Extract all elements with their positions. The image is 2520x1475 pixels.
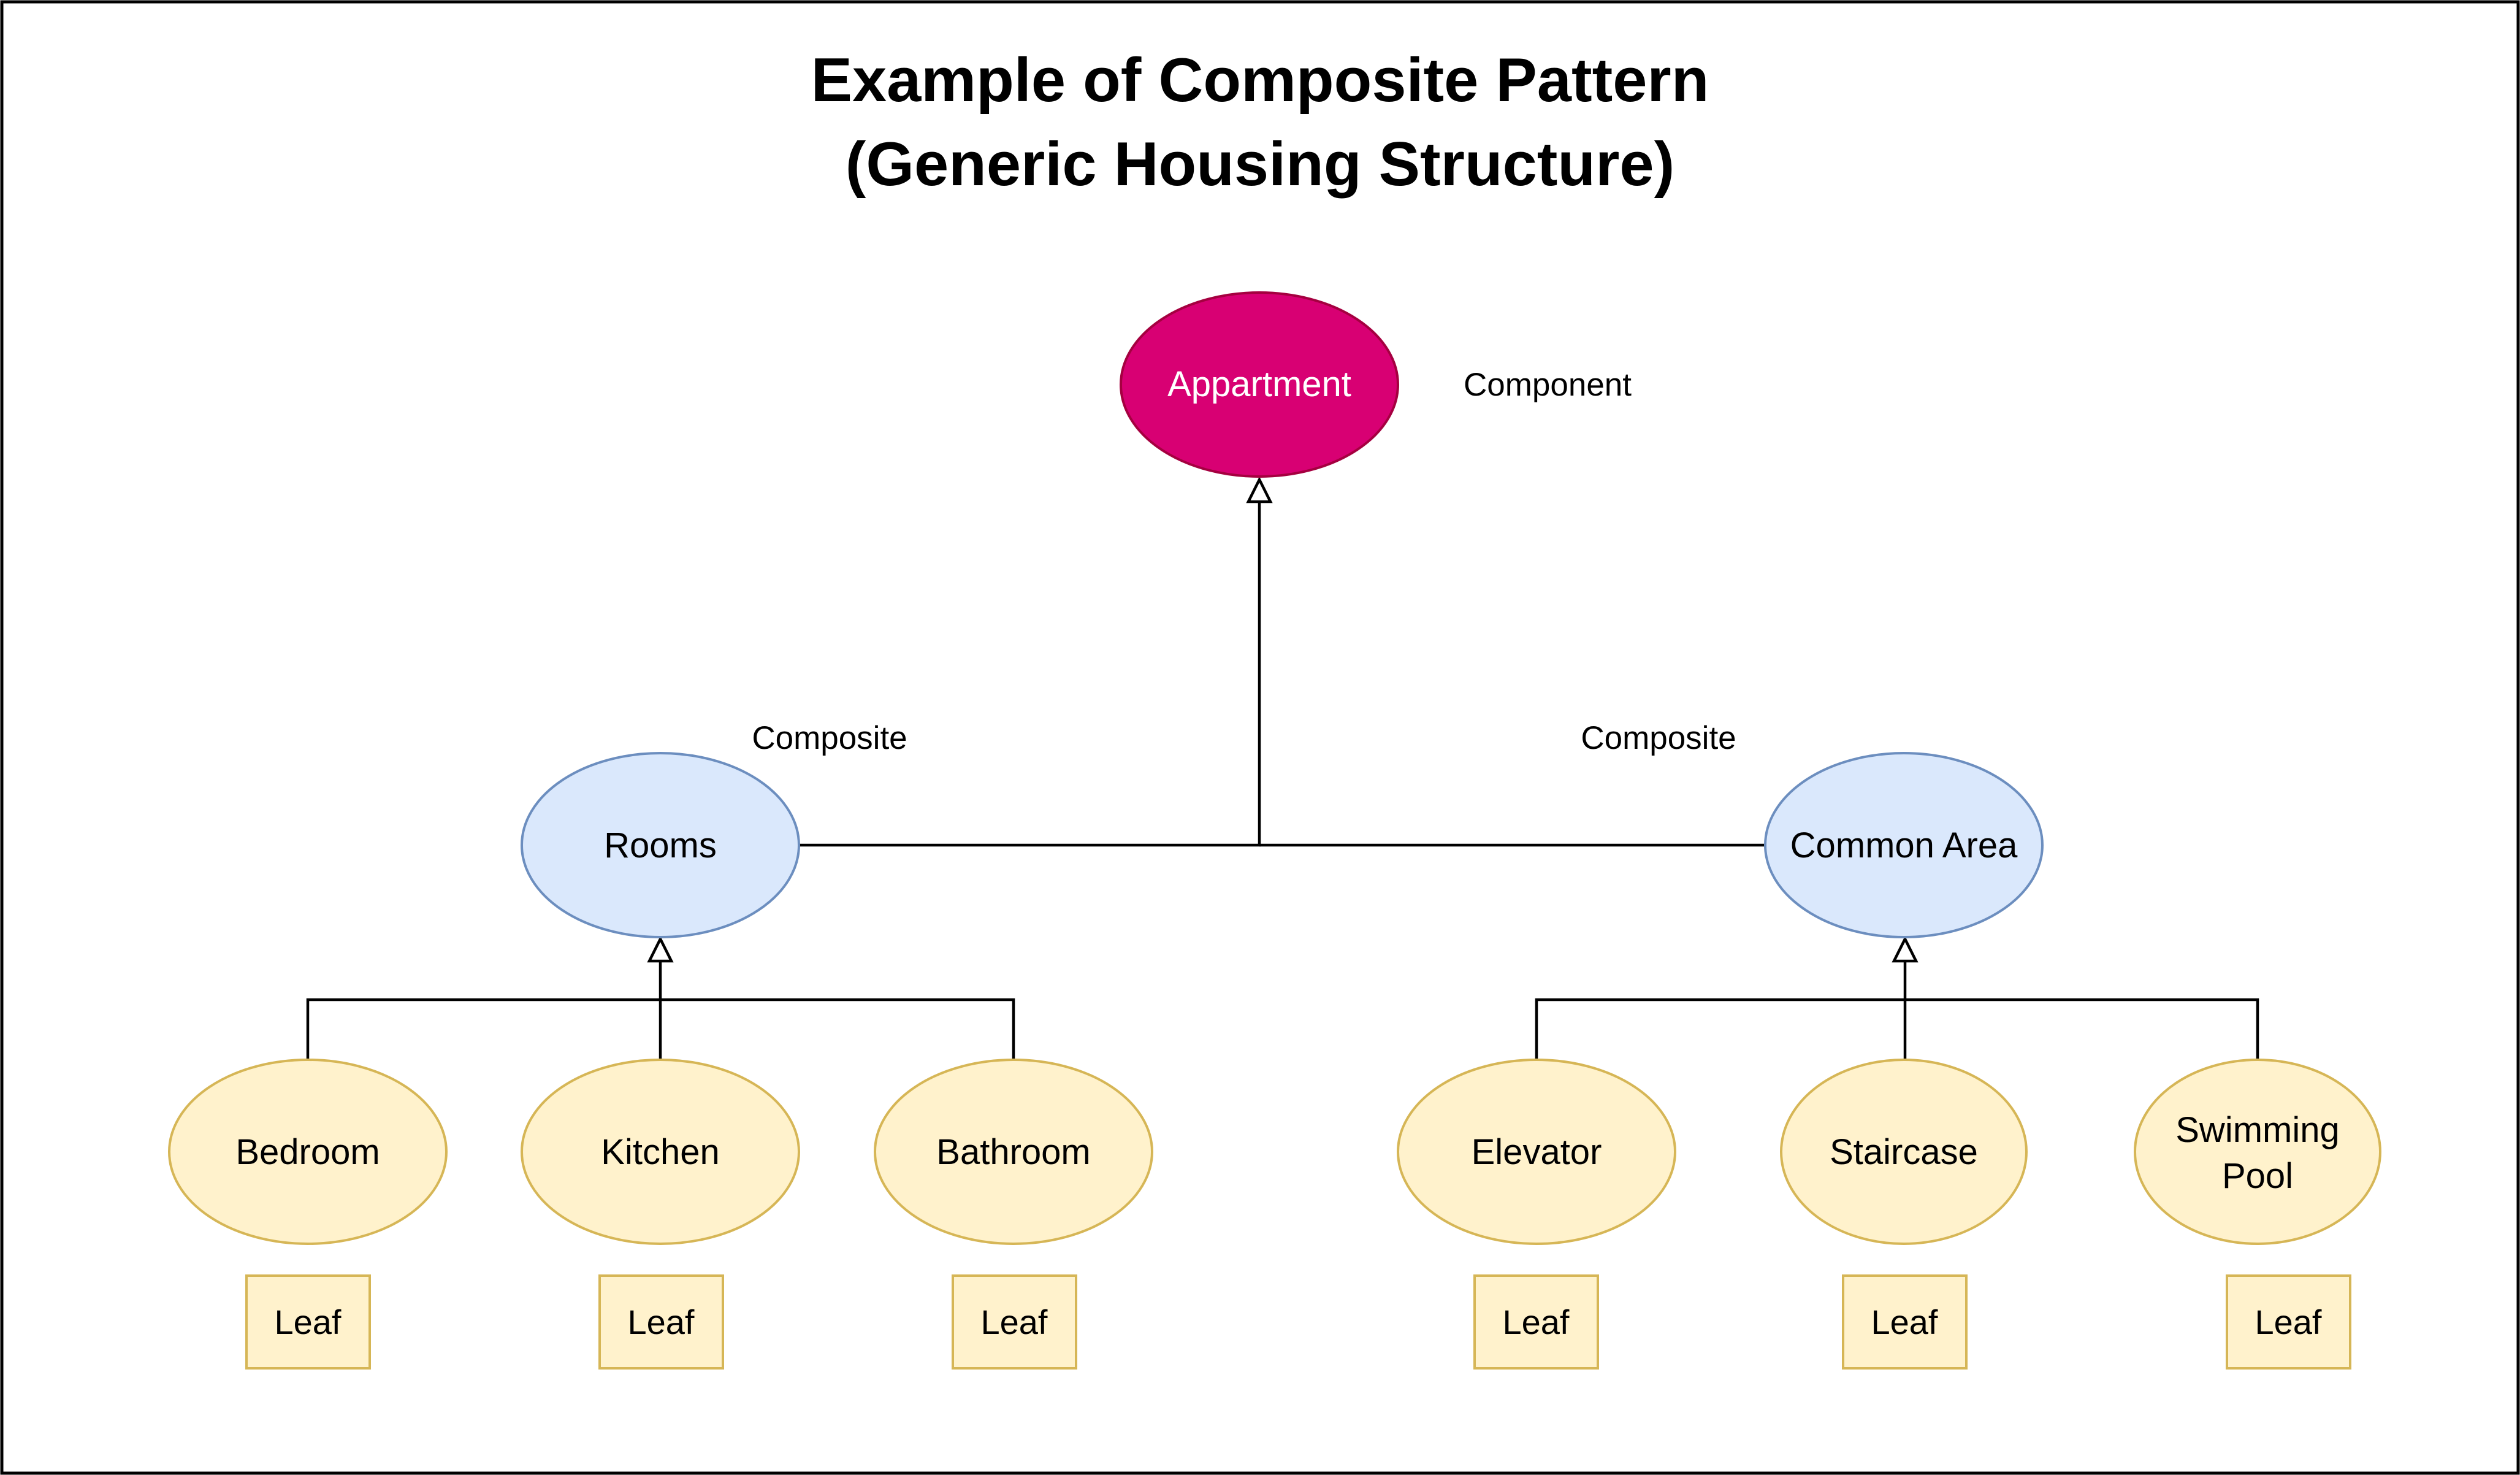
leaf-tag-elevator: Leaf [1473,1274,1599,1370]
bathroom-label: Bathroom [936,1132,1090,1172]
edge-swimming-pool-to-common-area [1905,998,2259,1060]
leaf-tag-bathroom: Leaf [952,1274,1077,1370]
swimming-pool-label-line-1: Swimming [2175,1110,2340,1150]
appartment-ellipse [1120,291,1399,478]
leaf-tag-staircase-label: Leaf [1871,1303,1938,1341]
node-bathroom[interactable]: Bathroom [874,1059,1153,1245]
swimming-pool-ellipse [2134,1059,2381,1245]
leaf-tag-elevator-box [1473,1274,1599,1370]
elevator-ellipse [1397,1059,1676,1245]
bedroom-ellipse [168,1059,448,1245]
role-label-common-area-composite: Composite [1581,720,1736,756]
leaf-tag-elevator-label: Leaf [1503,1303,1570,1341]
node-rooms[interactable]: Rooms [521,752,800,938]
leaf-tag-staircase: Leaf [1842,1274,1968,1370]
leaf-tag-kitchen-box [598,1274,724,1370]
swimming-pool-label-line-2: Pool [2222,1156,2293,1196]
rooms-ellipse [521,752,800,938]
leaf-tag-kitchen-label: Leaf [628,1303,695,1341]
leaf-tag-bedroom-box [245,1274,371,1370]
leaf-tag-swimming-pool-box [2226,1274,2351,1370]
edge-elevator-to-common-area [1535,998,1905,1060]
edge-bedroom-to-rooms [306,998,660,1060]
bathroom-ellipse [874,1059,1153,1245]
common-area-label: Common Area [1790,826,2018,865]
common-area-ellipse [1764,752,2044,938]
leaf-tag-swimming-pool: Leaf [2226,1274,2351,1370]
node-kitchen[interactable]: Kitchen [521,1059,800,1245]
node-bedroom[interactable]: Bedroom [168,1059,448,1245]
leaf-tag-bathroom-box [952,1274,1077,1370]
diagram-title-line-1: Example of Composite Pattern [811,46,1709,115]
staircase-ellipse [1780,1059,2028,1245]
leaf-tag-bathroom-label: Leaf [981,1303,1048,1341]
role-label-component: Component [1464,367,1632,403]
node-staircase[interactable]: Staircase [1780,1059,2028,1245]
edge-bathroom-to-rooms [660,998,1015,1060]
bedroom-label: Bedroom [235,1132,380,1172]
leaf-tag-bedroom-label: Leaf [275,1303,342,1341]
arrowhead-appartment [1246,476,1273,504]
node-swimming-pool[interactable]: Swimming Pool [2134,1059,2381,1245]
node-elevator[interactable]: Elevator [1397,1059,1676,1245]
leaf-tag-swimming-pool-label: Leaf [2255,1303,2322,1341]
diagram-title-line-2: (Generic Housing Structure) [846,130,1674,199]
staircase-label: Staircase [1830,1132,1978,1172]
leaf-tag-staircase-box [1842,1274,1968,1370]
arrowhead-common-area [1892,935,1919,963]
node-appartment[interactable]: Appartment [1120,291,1399,478]
role-label-rooms-composite: Composite [752,720,907,756]
leaf-tag-kitchen: Leaf [598,1274,724,1370]
leaf-tag-bedroom: Leaf [245,1274,371,1370]
arrowhead-rooms [647,935,674,963]
kitchen-ellipse [521,1059,800,1245]
kitchen-label: Kitchen [601,1132,719,1172]
appartment-label: Appartment [1167,364,1351,404]
connectors [306,476,2259,1060]
node-common-area[interactable]: Common Area [1764,752,2044,938]
elevator-label: Elevator [1472,1132,1602,1172]
rooms-label: Rooms [604,826,717,865]
